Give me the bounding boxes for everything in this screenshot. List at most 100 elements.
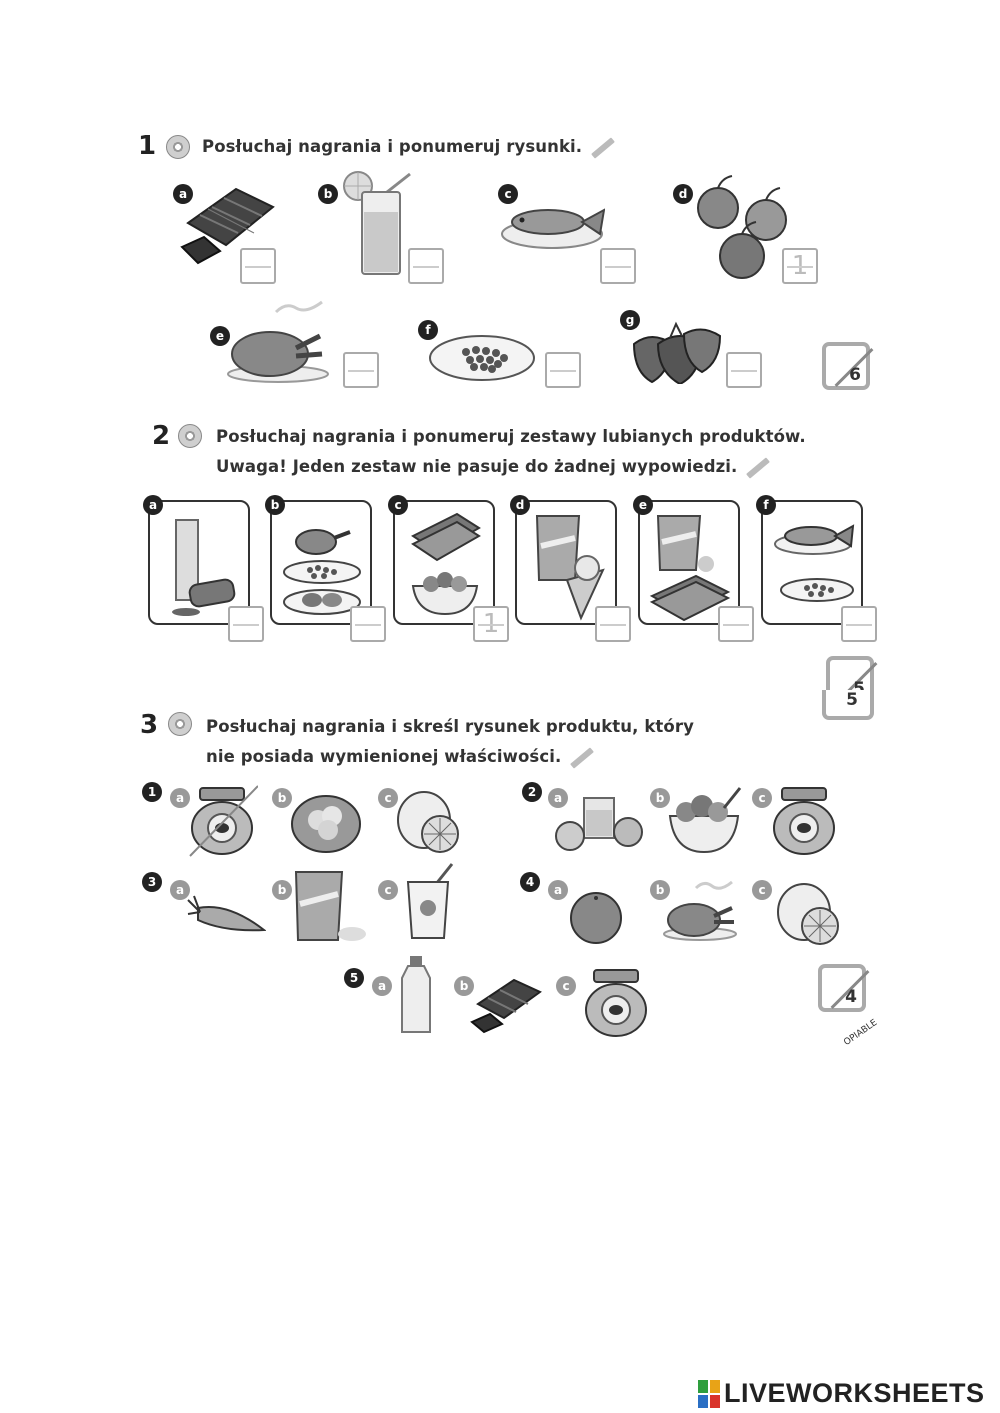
option-letter-c: c	[378, 880, 398, 900]
score-box-exercise-1: 6	[822, 342, 874, 390]
exercise-2-number: 2	[152, 421, 171, 451]
instruction-line-2: Uwaga! Jeden zestaw nie pasuje do żadnej…	[216, 457, 738, 476]
instruction-line-1: Posłuchaj nagrania i ponumeruj zestawy l…	[216, 427, 806, 446]
answer-box-f[interactable]	[545, 352, 581, 388]
pencil-icon	[570, 746, 595, 769]
liveworksheets-logo[interactable]: LIVEWORKSHEETS	[698, 1378, 985, 1409]
set-panel-b	[270, 500, 372, 625]
honey-jar-picture[interactable]	[580, 966, 652, 1040]
cd-icon	[166, 135, 190, 159]
group-number-1: 1	[142, 782, 162, 802]
answer-box-g[interactable]	[726, 352, 762, 388]
answer-box-d[interactable]: 1	[782, 248, 818, 284]
crisps-sandwich-picture	[649, 515, 731, 622]
panel-answer-box-d[interactable]	[595, 606, 631, 642]
honey-jar-picture[interactable]	[768, 784, 840, 856]
pencil-icon	[591, 136, 616, 159]
apples-picture	[697, 175, 787, 279]
crisps-icecream-picture	[535, 515, 605, 621]
panel-answer-box-e[interactable]	[718, 606, 754, 642]
crisps-picture[interactable]	[290, 868, 370, 944]
exercise-1-number: 1	[138, 131, 157, 161]
juice-picture	[172, 519, 236, 616]
score-box-exercise-3: 4	[818, 964, 870, 1012]
panel-answer-box-a[interactable]	[228, 606, 264, 642]
honey-jar-picture[interactable]	[186, 784, 258, 858]
chicken-peas-potatoes-picture	[283, 529, 361, 615]
item-letter-e: e	[210, 326, 230, 346]
chocolate-picture[interactable]	[470, 976, 544, 1034]
logo-mark-icon	[698, 1379, 720, 1408]
fish-picture	[501, 208, 605, 249]
instruction-text: Posłuchaj nagrania i ponumeruj rysunki.	[202, 137, 583, 156]
item-letter-g: g	[620, 310, 640, 330]
answer-box-e[interactable]	[343, 352, 379, 388]
option-letter-c: c	[752, 880, 772, 900]
set-panel-c	[393, 500, 495, 625]
logo-text: LIVEWORKSHEETS	[724, 1378, 985, 1408]
answer-box-c[interactable]	[600, 248, 636, 284]
panel-letter-d: d	[510, 495, 530, 515]
instruction-line-1: Posłuchaj nagrania i skreśl rysunek prod…	[206, 717, 694, 736]
item-letter-b: b	[318, 184, 338, 204]
strawberries-picture	[632, 321, 722, 384]
pencil-icon	[746, 456, 771, 479]
roast-chicken-picture[interactable]	[662, 878, 742, 942]
group-number-4: 4	[520, 872, 540, 892]
cd-icon	[168, 712, 192, 736]
panel-answer-box-c[interactable]: 1	[473, 606, 509, 642]
exercise-3-number: 3	[140, 710, 159, 740]
panel-letter-c: c	[388, 495, 408, 515]
score-total: 4	[845, 987, 857, 1007]
yoghurt-picture[interactable]	[402, 862, 458, 942]
exercise-1-instruction: Posłuchaj nagrania i ponumeruj rysunki.	[202, 132, 616, 162]
peas-picture	[429, 335, 535, 381]
cauliflower-picture[interactable]	[290, 790, 362, 854]
option-letter-c: c	[752, 788, 772, 808]
option-letter-b: b	[454, 976, 474, 996]
panel-answer-box-b[interactable]	[350, 606, 386, 642]
set-panel-d	[515, 500, 617, 625]
score-total-2: 5	[846, 690, 858, 710]
group-number-3: 3	[142, 872, 162, 892]
group-number-5: 5	[344, 968, 364, 988]
exercise-2-instruction: Posłuchaj nagrania i ponumeruj zestawy l…	[216, 422, 806, 482]
answer-box-a[interactable]	[240, 248, 276, 284]
option-letter-a: a	[170, 788, 190, 808]
option-letter-c: c	[378, 788, 398, 808]
fish-peas-picture	[774, 524, 855, 602]
score-total: 5	[853, 679, 865, 699]
option-letter-b: b	[650, 788, 670, 808]
chocolate-picture	[180, 187, 275, 265]
panel-letter-b: b	[265, 495, 285, 515]
item-letter-f: f	[418, 320, 438, 340]
roast-chicken-picture	[227, 300, 329, 383]
option-letter-a: a	[372, 976, 392, 996]
lemon-picture[interactable]	[396, 790, 462, 856]
water-bottle-picture[interactable]	[396, 954, 436, 1036]
orange-picture[interactable]	[568, 890, 624, 946]
answer-box-b[interactable]	[408, 248, 444, 284]
group-number-2: 2	[522, 782, 542, 802]
item-letter-a: a	[173, 184, 193, 204]
salad-bowl-picture[interactable]	[664, 786, 744, 856]
score-box-exercise-2-overlap: 5	[822, 690, 874, 720]
option-letter-c: c	[556, 976, 576, 996]
item-letter-d: d	[673, 184, 693, 204]
option-letter-b: b	[650, 880, 670, 900]
set-panel-e	[638, 500, 740, 625]
option-letter-a: a	[170, 880, 190, 900]
lemonade-picture	[343, 171, 411, 275]
option-letter-a: a	[548, 788, 568, 808]
panel-letter-e: e	[633, 495, 653, 515]
item-letter-c: c	[498, 184, 518, 204]
photocopiable-corner-text: OPIABLE	[842, 1017, 880, 1048]
option-letter-b: b	[272, 788, 292, 808]
sandwich-salad-picture	[411, 512, 481, 616]
option-letter-b: b	[272, 880, 292, 900]
panel-letter-f: f	[756, 495, 776, 515]
lemon-picture[interactable]	[776, 882, 842, 948]
carrot-picture[interactable]	[186, 894, 266, 936]
panel-answer-box-f[interactable]	[841, 606, 877, 642]
orange-juice-picture[interactable]	[554, 794, 646, 852]
